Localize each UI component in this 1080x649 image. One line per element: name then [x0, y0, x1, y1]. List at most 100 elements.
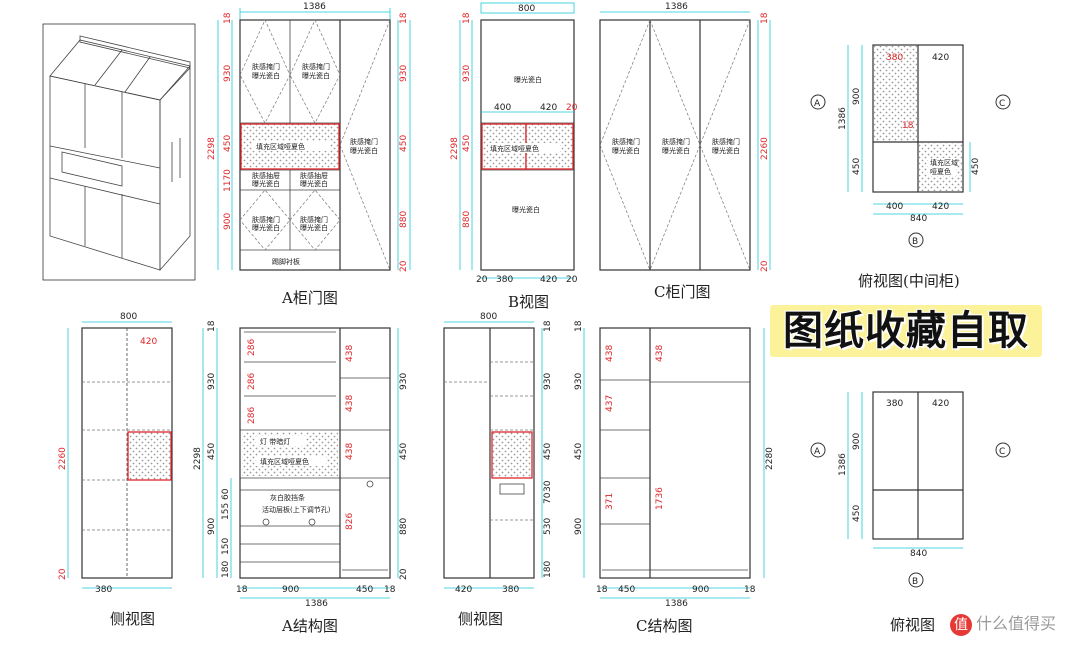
dim-a-900: 900: [223, 213, 233, 230]
dim-as-900: 900: [207, 518, 217, 535]
dim-cs-450: 450: [574, 443, 584, 460]
dim-s2-420: 420: [455, 585, 472, 595]
dim-cs-1736: 1736: [655, 487, 665, 510]
dim-as-450b: 450: [356, 585, 373, 595]
dim-t-840: 840: [910, 214, 927, 224]
isometric-sketch: [42, 23, 196, 281]
dim-a-18: 18: [223, 12, 233, 24]
dim-a-930: 930: [223, 65, 233, 82]
dim-as-60: 60: [221, 488, 231, 500]
dim-t2-450: 450: [852, 505, 862, 522]
dim-t-420b: 420: [932, 202, 949, 212]
dim-s1-2260: 2260: [58, 447, 68, 470]
watermark-text: 什么值得买: [976, 614, 1057, 633]
dim-c-20: 20: [760, 260, 770, 272]
caption-a-door: A柜门图: [282, 289, 338, 307]
dim-cs-438a: 438: [605, 345, 615, 362]
dim-t-900: 900: [852, 88, 862, 105]
side-view-2: 800 930 450 30 70 530 180 18 420 380: [443, 312, 553, 595]
dim-s2-450: 450: [543, 443, 553, 460]
dim-t-1386: 1386: [838, 107, 848, 130]
dim-as-1386: 1386: [305, 599, 328, 609]
smzdm-logo-icon: 值: [950, 613, 972, 636]
svg-text:肤感掩门: 肤感掩门: [252, 215, 280, 224]
dim-t2-380: 380: [886, 399, 903, 409]
svg-text:肤感掩门: 肤感掩门: [712, 137, 740, 146]
dim-as-r450: 450: [399, 443, 409, 460]
dim-b-930: 930: [462, 65, 472, 82]
dim-t2-840: 840: [910, 549, 927, 559]
caption-c-door: C柜门图: [654, 283, 711, 301]
dim-cs-18: 18: [574, 320, 584, 332]
a-kick-label: 踢脚衬板: [272, 257, 300, 266]
dim-b-420: 420: [540, 103, 557, 113]
dim-b-20b: 20: [476, 275, 488, 285]
banner-title: 图纸收藏自取: [770, 305, 1042, 357]
dim-cs-18c: 18: [744, 585, 756, 595]
dim-cs-2280: 2280: [765, 447, 775, 470]
dim-cs-18b: 18: [596, 585, 608, 595]
mark-c2: C: [999, 447, 1005, 457]
dim-t-450: 450: [852, 158, 862, 175]
caption-top-middle: 俯视图(中间柜): [858, 272, 960, 290]
svg-text:肤感掩门: 肤感掩门: [350, 137, 378, 146]
dim-s2-70: 70: [543, 492, 553, 504]
dim-t2-900: 900: [852, 433, 862, 450]
svg-text:哑夏色: 哑夏色: [930, 167, 951, 176]
dim-a-r880: 880: [399, 211, 409, 228]
svg-text:曝光瓷白: 曝光瓷白: [712, 146, 740, 155]
side-view-1: 800 420 2260 20 380: [58, 312, 173, 595]
dim-s1-800: 800: [120, 312, 137, 322]
dim-b-420b: 420: [540, 275, 557, 285]
dim-b-380: 380: [496, 275, 513, 285]
dim-b-20c: 20: [566, 275, 578, 285]
dim-cs-900: 900: [574, 518, 584, 535]
dim-as-438b: 438: [345, 395, 355, 412]
dim-cs-930: 930: [574, 373, 584, 390]
svg-text:曝光瓷白: 曝光瓷白: [612, 146, 640, 155]
dim-cs-900b: 900: [692, 585, 709, 595]
dim-cs-450b: 450: [618, 585, 635, 595]
svg-text:曝光瓷白: 曝光瓷白: [350, 146, 378, 155]
watermark: 值什么值得买: [950, 610, 1056, 636]
dim-cs-371: 371: [605, 493, 615, 510]
mark-c: C: [999, 99, 1005, 109]
a-shelf-label: 活动层板(上下调节孔): [262, 505, 331, 514]
b-top-label: 曝光瓷白: [514, 75, 542, 84]
svg-text:曝光瓷白: 曝光瓷白: [252, 179, 280, 188]
mark-b2: B: [912, 577, 918, 587]
dim-as-18b: 18: [236, 585, 248, 595]
dim-a-r18: 18: [399, 12, 409, 24]
mark-a2: A: [814, 447, 821, 457]
dim-t-18: 18: [902, 121, 914, 131]
dim-s2-800: 800: [480, 312, 497, 322]
dim-b-18: 18: [462, 12, 472, 24]
svg-text:肤感掩门: 肤感掩门: [612, 137, 640, 146]
dim-as-155: 155: [221, 503, 231, 520]
dim-as-18: 18: [207, 320, 217, 332]
svg-text:肤感掩门: 肤感掩门: [662, 137, 690, 146]
svg-text:曝光瓷白: 曝光瓷白: [662, 146, 690, 155]
b-view: 800 填充区域哑夏色 曝光瓷白 曝光瓷白 400 420 20 20 380 …: [450, 2, 578, 285]
svg-text:曝光瓷白: 曝光瓷白: [302, 71, 330, 80]
a-skirt-label: 灰白胶挡条: [270, 493, 305, 502]
dim-b-20: 20: [566, 103, 578, 113]
dim-as-r930: 930: [399, 373, 409, 390]
b-fill-label: 填充区域哑夏色: [490, 144, 539, 153]
dim-a-2298: 2298: [207, 137, 217, 160]
dim-as-286a: 286: [247, 339, 257, 356]
dim-t2-420: 420: [932, 399, 949, 409]
dim-s2-30: 30: [543, 480, 553, 492]
dim-as-150: 150: [221, 538, 231, 555]
svg-text:曝光瓷白: 曝光瓷白: [252, 71, 280, 80]
top-view-2: 380 420 1386 900 450 840 A C B: [810, 391, 1011, 588]
dim-t-380: 380: [886, 53, 903, 63]
dim-cs-1386: 1386: [665, 599, 688, 609]
dim-a-r930: 930: [399, 65, 409, 82]
dim-b-width: 800: [518, 4, 535, 14]
b-bottom-label: 曝光瓷白: [512, 205, 540, 214]
a-fill2-label: 填充区域哑夏色: [260, 457, 309, 466]
